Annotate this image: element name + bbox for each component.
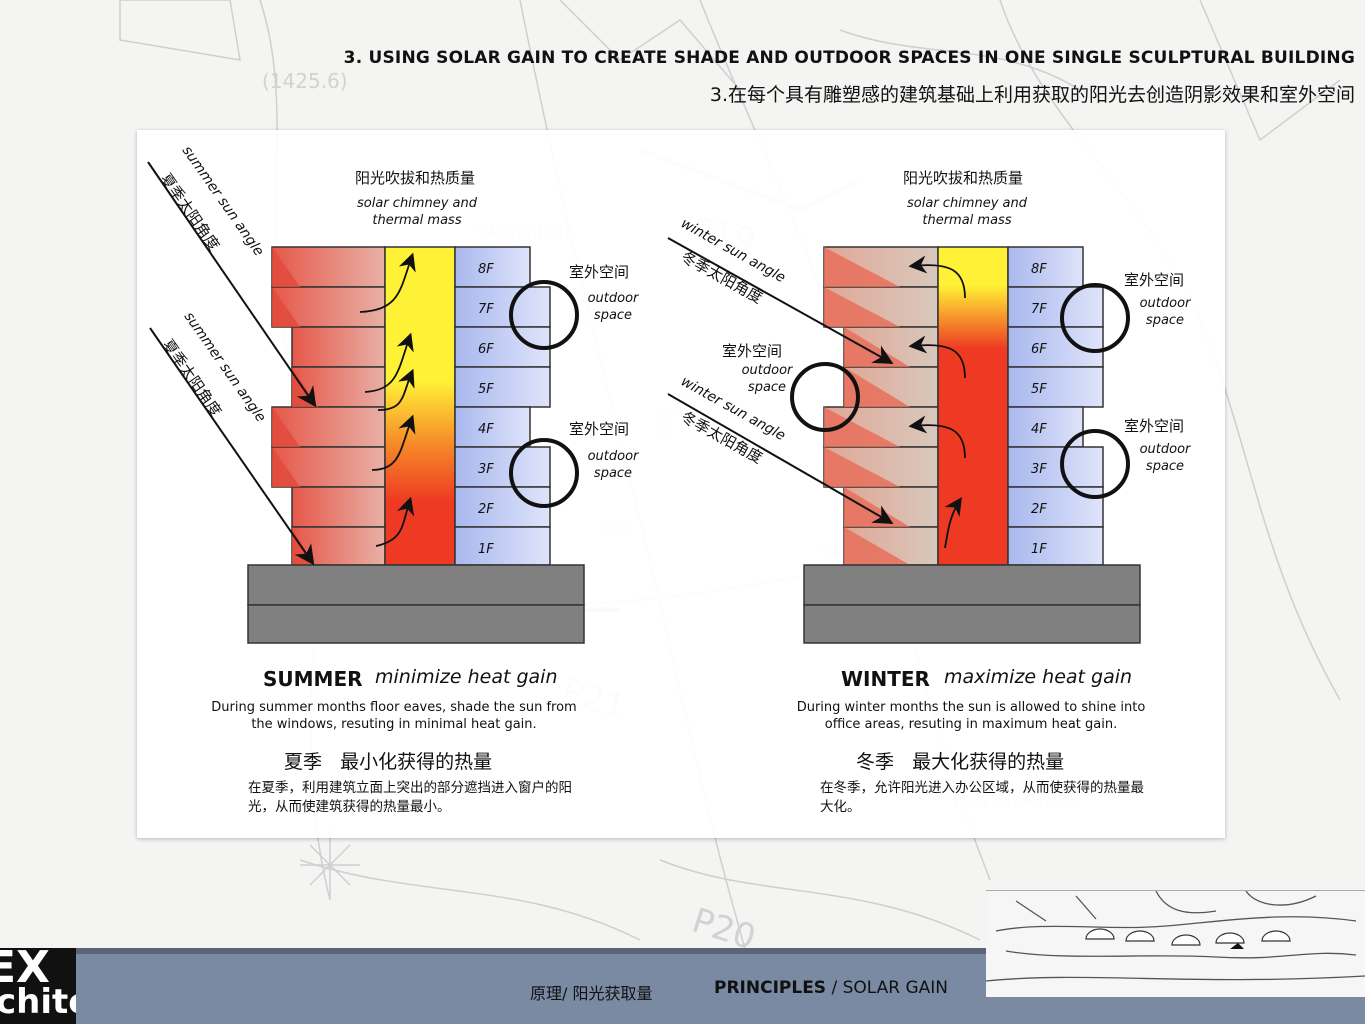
floor-label: 8F bbox=[1031, 262, 1047, 277]
floor-label: 2F bbox=[1031, 502, 1047, 517]
north-arrow-icon bbox=[300, 830, 360, 900]
outdoor-label-en: space bbox=[1146, 313, 1184, 328]
floor-label: 7F bbox=[1031, 302, 1047, 317]
floor-label: 8F bbox=[478, 262, 494, 277]
floor-slab bbox=[291, 326, 386, 368]
summer-sun-ray bbox=[149, 327, 315, 566]
winter-chimney-label-en: solar chimney and bbox=[907, 196, 1028, 211]
outdoor-space-circle bbox=[790, 283, 1130, 499]
summer-subtitle: minimize heat gain bbox=[375, 666, 558, 688]
winter-building bbox=[667, 237, 1141, 644]
outdoor-label-en: outdoor bbox=[588, 449, 640, 464]
summer-chimney-label-cn: 阳光吹拔和热质量 bbox=[355, 169, 475, 187]
outdoor-label-en: outdoor bbox=[1140, 442, 1192, 457]
summer-chimney-label-en: solar chimney and bbox=[357, 196, 478, 211]
outdoor-label-en: outdoor bbox=[1140, 296, 1192, 311]
floor-slab bbox=[291, 486, 386, 528]
winter-description-cn: 在冬季，允许阳光进入办公区域，从而使获得的热量最大化。 bbox=[820, 780, 1144, 815]
summer-building bbox=[147, 161, 585, 644]
footer-section-en: PRINCIPLES / SOLAR GAIN bbox=[714, 978, 949, 998]
location-marker-icon bbox=[1230, 943, 1244, 949]
outdoor-label-en: outdoor bbox=[742, 363, 794, 378]
floor-label: 3F bbox=[478, 462, 494, 477]
winter-chimney-label-cn: 阳光吹拔和热质量 bbox=[903, 169, 1023, 187]
page-title-cn: 3.在每个具有雕塑感的建筑基础上利用获取的阳光去创造阴影效果和室外空间 bbox=[709, 84, 1355, 106]
winter-sun-ray bbox=[667, 393, 894, 524]
solar-chimney bbox=[937, 246, 1009, 566]
winter-title-cn: 冬季 最大化获得的热量 bbox=[856, 751, 1065, 773]
building-base bbox=[803, 564, 1141, 606]
outdoor-label-en: outdoor bbox=[588, 291, 640, 306]
site-key-minimap bbox=[986, 890, 1365, 997]
outdoor-label-en: space bbox=[594, 308, 632, 323]
map-label: (1425.6) bbox=[262, 69, 348, 93]
outdoor-label-cn: 室外空间 bbox=[569, 263, 629, 281]
floor-label: 1F bbox=[1031, 542, 1047, 557]
floor-label: 3F bbox=[1031, 462, 1047, 477]
floor-label: 6F bbox=[1031, 342, 1047, 357]
outdoor-label-en: space bbox=[1146, 459, 1184, 474]
outdoor-label-cn: 室外空间 bbox=[1124, 417, 1184, 435]
summer-description-cn: 在夏季，利用建筑立面上突出的部分遮挡进入窗户的阳光，从而使建筑获得的热量最小。 bbox=[248, 780, 572, 815]
summer-sun-ray bbox=[147, 161, 317, 408]
outdoor-label-cn: 室外空间 bbox=[1124, 271, 1184, 289]
outdoor-label-cn: 室外空间 bbox=[569, 420, 629, 438]
winter-subtitle: maximize heat gain bbox=[944, 666, 1133, 688]
floor-label: 4F bbox=[1031, 422, 1047, 437]
page-title-en: 3. USING SOLAR GAIN TO CREATE SHADE AND … bbox=[343, 48, 1355, 68]
outdoor-label-en: space bbox=[748, 380, 786, 395]
company-logo: EX chite bbox=[0, 948, 76, 1024]
winter-description-en: During winter months the sun is allowed … bbox=[796, 700, 1146, 732]
floor-label: 7F bbox=[478, 302, 494, 317]
winter-title: WINTER bbox=[841, 667, 930, 691]
floor-label: 5F bbox=[1031, 382, 1047, 397]
footer-section-cn: 原理/ 阳光获取量 bbox=[530, 984, 653, 1003]
outdoor-label-cn: 室外空间 bbox=[722, 342, 782, 360]
winter-sun-ray bbox=[667, 237, 894, 364]
outdoor-space-circle bbox=[509, 280, 579, 508]
summer-description-en: During summer months floor eaves, shade … bbox=[211, 700, 577, 732]
summer-title-cn: 夏季 最小化获得的热量 bbox=[284, 751, 493, 773]
building-base bbox=[247, 564, 585, 606]
floor-label: 5F bbox=[478, 382, 494, 397]
summer-chimney-label-en: thermal mass bbox=[372, 213, 461, 228]
summer-title: SUMMER bbox=[263, 667, 363, 691]
floor-label: 1F bbox=[478, 542, 494, 557]
outdoor-label-en: space bbox=[594, 466, 632, 481]
winter-chimney-label-en: thermal mass bbox=[922, 213, 1011, 228]
floor-label: 4F bbox=[478, 422, 494, 437]
floor-label: 6F bbox=[478, 342, 494, 357]
floor-label: 2F bbox=[478, 502, 494, 517]
